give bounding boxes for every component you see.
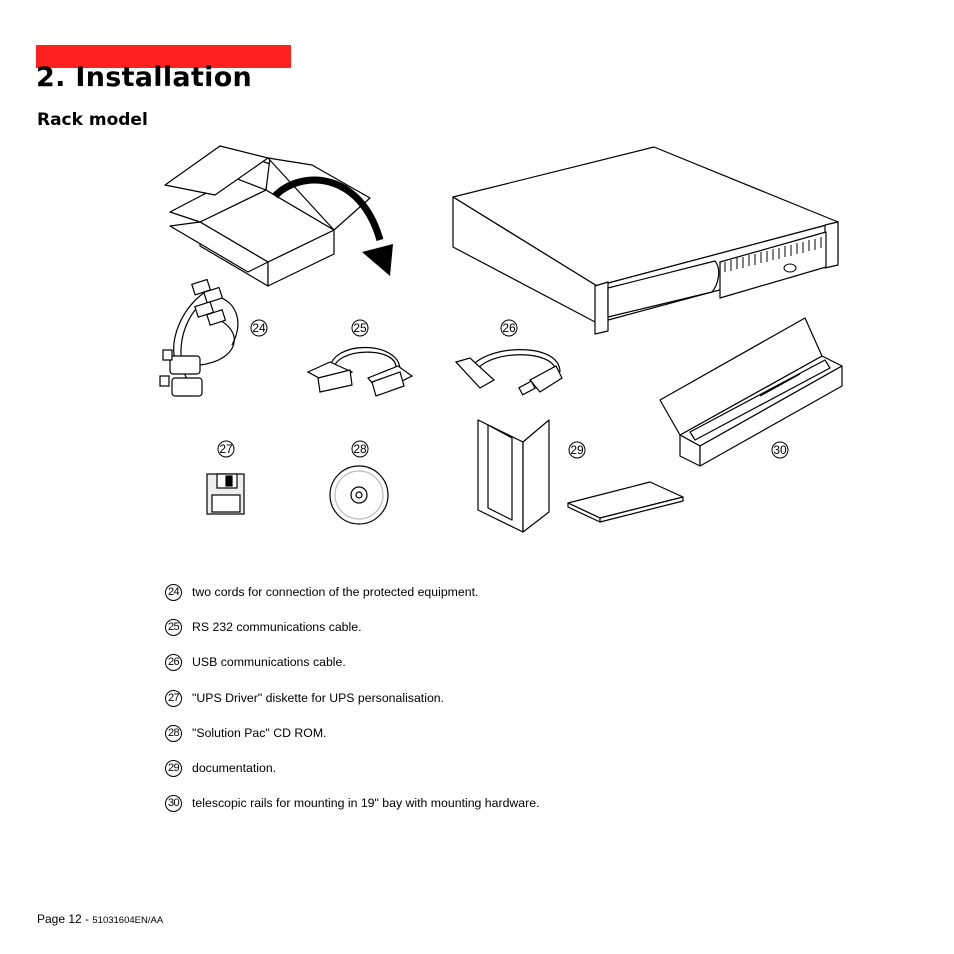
power-cords-icon xyxy=(159,278,239,397)
legend-text: telescopic rails for mounting in 19" bay… xyxy=(192,796,540,811)
rails-box-icon xyxy=(659,317,843,467)
usb-cable-icon xyxy=(454,349,563,396)
svg-text:27: 27 xyxy=(219,442,233,456)
legend-number: 30 xyxy=(165,795,182,813)
cd-rom-icon xyxy=(329,465,389,525)
callout-24: 24 xyxy=(250,319,268,337)
legend-item: 29 documentation. xyxy=(165,759,540,795)
callout-27: 27 xyxy=(217,440,235,458)
svg-text:29: 29 xyxy=(570,443,584,457)
legend-text: "UPS Driver" diskette for UPS personalis… xyxy=(192,690,445,705)
legend-text: two cords for connection of the protecte… xyxy=(192,585,479,599)
callout-28: 28 xyxy=(351,440,369,458)
section-accent-bar xyxy=(36,45,291,68)
legend-item: 30 telescopic rails for mounting in 19" … xyxy=(165,795,540,830)
legend-number: 28 xyxy=(165,724,182,742)
page-title: 2. Installation xyxy=(36,62,253,93)
svg-text:24: 24 xyxy=(252,321,266,335)
legend-text: "Solution Pac" CD ROM. xyxy=(192,725,327,740)
legend-number: 27 xyxy=(165,689,182,707)
legend-item: 28 "Solution Pac" CD ROM. xyxy=(165,724,540,760)
svg-text:26: 26 xyxy=(502,321,516,335)
ups-vent-grille xyxy=(724,237,822,272)
contents-legend: 24 two cords for connection of the prote… xyxy=(165,584,540,830)
legend-item: 25 RS 232 communications cable. xyxy=(165,619,540,654)
page-footer: Page 12 - 51031604EN/AA xyxy=(37,912,163,926)
svg-text:25: 25 xyxy=(353,321,367,335)
section-subtitle: Rack model xyxy=(37,110,148,130)
callout-30: 30 xyxy=(771,441,789,459)
document-code: 51031604EN/AA xyxy=(92,915,164,926)
svg-text:28: 28 xyxy=(353,442,367,456)
legend-text: USB communications cable. xyxy=(192,655,346,670)
contents-illustration: 24 25 26 27 28 29 30 xyxy=(159,145,843,533)
legend-number: 29 xyxy=(165,759,182,777)
legend-item: 26 USB communications cable. xyxy=(165,654,540,689)
legend-item: 24 two cords for connection of the prote… xyxy=(165,584,540,619)
legend-item: 27 "UPS Driver" diskette for UPS persona… xyxy=(165,689,540,725)
ups-power-button-icon xyxy=(783,263,797,273)
svg-text:30: 30 xyxy=(773,443,787,457)
callout-25: 25 xyxy=(351,319,369,337)
diskette-icon xyxy=(206,473,245,515)
legend-number: 24 xyxy=(165,584,182,601)
callout-26: 26 xyxy=(500,319,518,337)
curved-arrow-icon xyxy=(272,176,393,276)
rs232-cable-icon xyxy=(306,346,414,397)
ups-rack-unit xyxy=(452,146,839,335)
documentation-icon xyxy=(477,419,684,533)
legend-text: documentation. xyxy=(192,760,277,775)
page-number: Page 12 - xyxy=(37,912,93,926)
legend-number: 26 xyxy=(165,654,182,672)
legend-number: 25 xyxy=(165,619,182,637)
open-box-icon xyxy=(164,145,371,287)
legend-text: RS 232 communications cable. xyxy=(192,620,362,635)
callout-29: 29 xyxy=(568,441,586,459)
